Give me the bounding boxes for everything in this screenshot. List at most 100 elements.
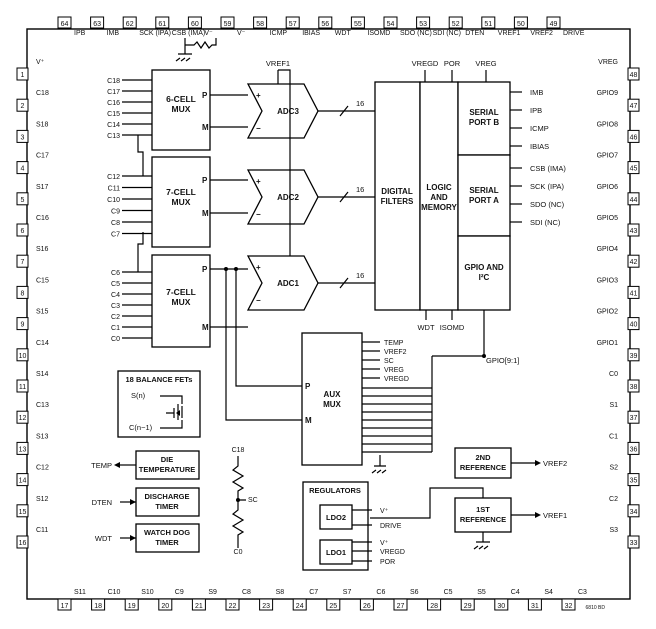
aux-mux-p-label: P xyxy=(305,382,311,391)
port-b-signal: IBIAS xyxy=(530,142,549,151)
pin-number: 8 xyxy=(21,290,25,297)
mux-input-label: C10 xyxy=(107,197,120,204)
pin-box xyxy=(16,535,29,549)
pin-label: DRIVE xyxy=(563,30,585,37)
pin-box xyxy=(427,598,442,611)
pin-number: 24 xyxy=(296,603,304,610)
pin-box xyxy=(318,16,333,29)
mux-input-label: C5 xyxy=(111,281,120,288)
mux-input-label: C6 xyxy=(111,270,120,277)
pin-box xyxy=(225,598,240,611)
pin-box xyxy=(285,16,300,29)
figure-id: 6810 BD xyxy=(586,605,606,611)
pin-number: 25 xyxy=(329,603,337,610)
balance-fets-c-label: C(n−1) xyxy=(129,423,153,432)
pin-box xyxy=(561,598,576,611)
aux-input-label: VREF2 xyxy=(384,349,407,356)
pin-box xyxy=(259,598,274,611)
pin-box xyxy=(90,16,105,29)
pin-label: S12 xyxy=(36,496,49,503)
serial-port-b-block xyxy=(457,81,511,156)
side-blocks: DIETEMPERATURETEMPDISCHARGETIMERDTENWATC… xyxy=(91,450,200,553)
adc-block xyxy=(246,169,319,225)
mux-input-label: C9 xyxy=(111,209,120,216)
top-signal-label: POR xyxy=(444,59,461,68)
pin-box xyxy=(359,598,374,611)
pin-box xyxy=(16,410,29,424)
arrow-right xyxy=(130,499,136,505)
pin-label: ISOMD xyxy=(367,30,390,37)
pin-label: S16 xyxy=(36,246,49,253)
pin-number: 4 xyxy=(21,166,25,173)
junction-dot xyxy=(224,267,228,271)
side-block-label-1: DISCHARGE xyxy=(144,492,189,501)
pin-number: 30 xyxy=(497,603,505,610)
mux6-p-label: P xyxy=(202,91,208,100)
pin-number: 9 xyxy=(21,322,25,329)
pin-number: 48 xyxy=(630,72,638,79)
pin-label: GPIO1 xyxy=(597,340,619,347)
pin-number: 27 xyxy=(397,603,405,610)
adc-plus: + xyxy=(256,177,261,186)
port-a-signal: SCK (IPA) xyxy=(530,182,565,191)
pin-label: V⁻ xyxy=(204,30,213,37)
pin-box xyxy=(627,161,640,175)
pin-label: C13 xyxy=(36,402,49,409)
pin-number: 11 xyxy=(19,384,26,391)
side-block-label-1: WATCH DOG xyxy=(144,528,190,537)
junction-dot xyxy=(234,267,238,271)
logic-bottom-label: WDT xyxy=(417,323,434,332)
adc-minus: − xyxy=(256,124,261,133)
pin-label: S15 xyxy=(36,309,49,316)
pin-number: 35 xyxy=(630,478,638,485)
pin-label: C17 xyxy=(36,153,49,160)
pin-label: S5 xyxy=(477,589,486,596)
digital-filters-block xyxy=(374,81,421,311)
pin-number: 10 xyxy=(19,353,27,360)
pin-box xyxy=(57,16,72,29)
pin-box xyxy=(155,16,170,29)
mux-shared-wires xyxy=(137,135,144,272)
pin-number: 49 xyxy=(550,21,558,28)
ldo1-out-label: VREGD xyxy=(380,549,405,556)
gpio-bus-wire xyxy=(432,310,485,357)
aux-mux-block xyxy=(301,332,363,466)
junction-dot xyxy=(482,354,486,358)
pin-number: 42 xyxy=(630,259,638,266)
junction-dot xyxy=(236,498,240,502)
pin-number: 36 xyxy=(630,446,638,453)
ref2-arrow xyxy=(535,460,541,466)
aux-input-label: SC xyxy=(384,358,394,365)
port-b-signal: IPB xyxy=(530,106,542,115)
pin-label: S6 xyxy=(410,589,419,596)
pin-label: C18 xyxy=(36,90,49,97)
ref2-out-label: VREF2 xyxy=(543,459,567,468)
ref1-ground xyxy=(473,532,490,550)
balance-fets-block xyxy=(117,370,201,438)
adc-label: ADC2 xyxy=(277,193,299,202)
pin-label: S8 xyxy=(276,589,285,596)
side-block-signal: TEMP xyxy=(91,461,112,470)
mux-adc-wires xyxy=(210,94,248,328)
bus-slash xyxy=(339,191,349,203)
pin-label: S18 xyxy=(36,121,49,128)
pin-label: GPIO3 xyxy=(597,277,619,284)
pin-box xyxy=(91,598,106,611)
pin-number: 12 xyxy=(19,415,27,422)
aux-input-label: TEMP xyxy=(384,340,404,347)
pin-label: ICMP xyxy=(270,30,288,37)
pin-number: 39 xyxy=(630,353,638,360)
pin-box xyxy=(16,317,29,331)
pin-box xyxy=(494,598,509,611)
pin-box xyxy=(627,441,640,455)
pin-number: 3 xyxy=(21,134,25,141)
